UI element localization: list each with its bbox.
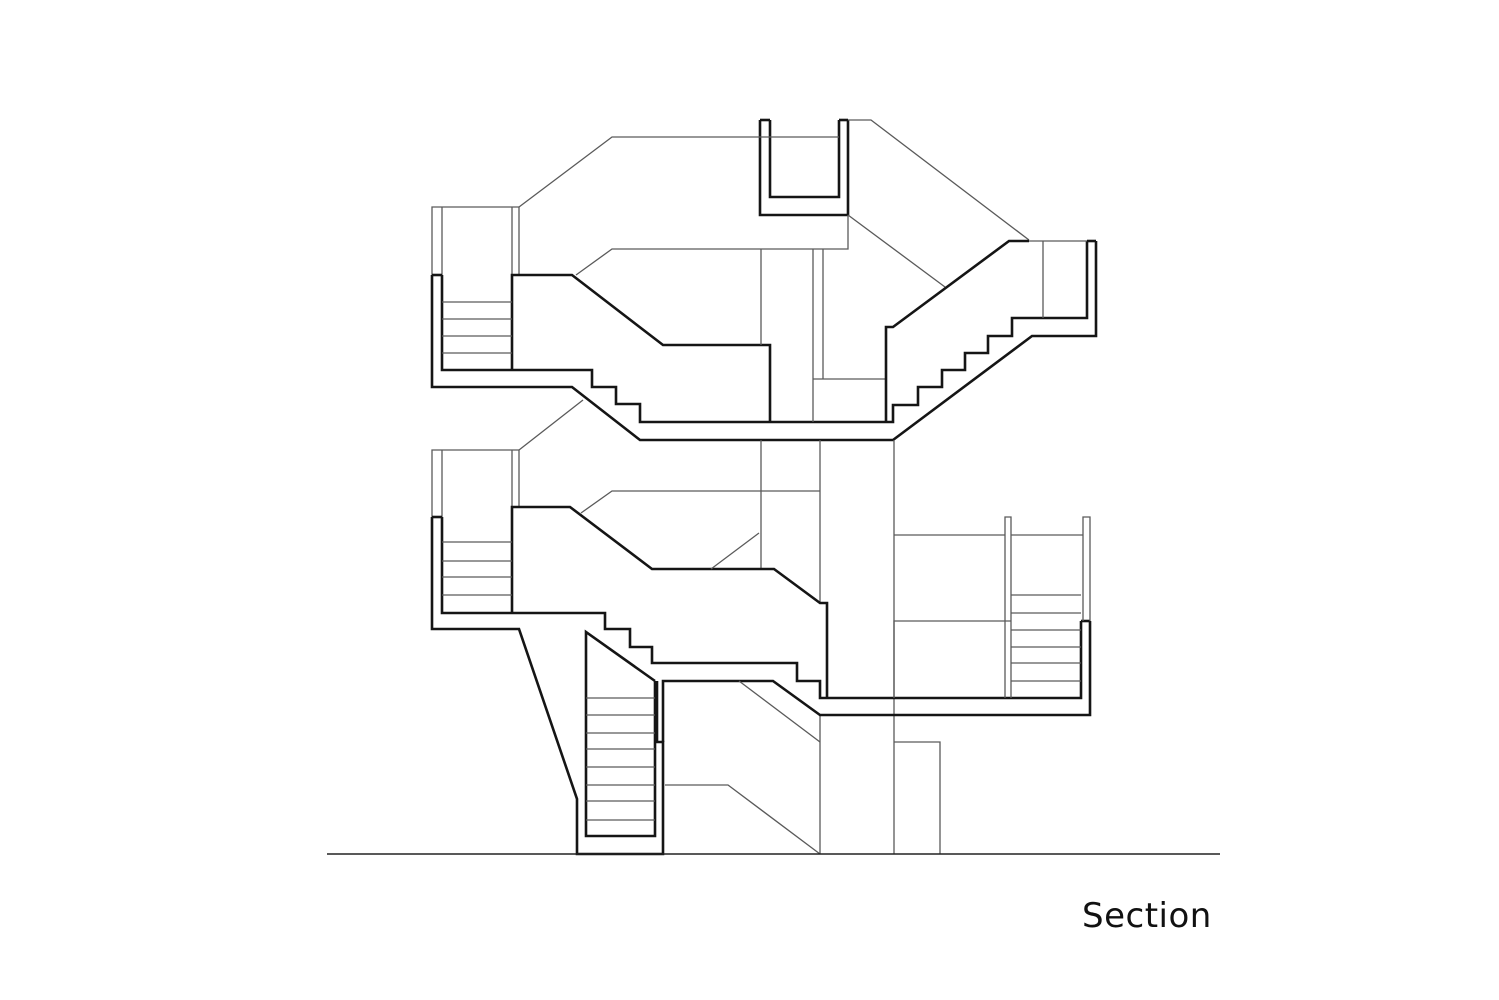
ceiling-line xyxy=(575,215,849,276)
right-stair-block xyxy=(884,239,1029,422)
right-box xyxy=(893,620,1011,698)
lower-stair-profile xyxy=(665,784,821,855)
ground-level xyxy=(327,629,1220,855)
roof-left-slope xyxy=(518,136,839,208)
roof-u-channel-inner xyxy=(768,120,841,199)
drawing-caption: Section xyxy=(1082,896,1212,936)
middle-roof-diagonal xyxy=(518,399,584,451)
top-slab-inner-stairs xyxy=(440,241,1089,424)
lower-stair-well xyxy=(584,629,657,838)
left-railing xyxy=(431,206,520,275)
right-railing-post xyxy=(1004,516,1012,698)
right-railing-post xyxy=(1082,516,1091,621)
roof-right-slope xyxy=(848,119,1030,241)
left-stair-treads-top xyxy=(442,301,512,354)
top-slab-outer xyxy=(430,241,1098,442)
right-stair-treads-middle xyxy=(1011,594,1081,682)
middle-slab-inner-stairs xyxy=(440,517,1083,700)
lower-diagonal xyxy=(738,680,821,743)
door-opening xyxy=(894,741,941,854)
middle-left-railing xyxy=(431,449,520,517)
middle-slab-outer xyxy=(430,517,665,856)
stair-block xyxy=(510,273,772,422)
middle-diagonal xyxy=(710,532,760,570)
top-level xyxy=(430,118,1098,442)
middle-level xyxy=(430,399,1092,856)
roof-u-channel-outer xyxy=(758,120,850,217)
lower-stair-treads xyxy=(586,697,655,821)
middle-slab-lower xyxy=(661,621,1092,742)
left-stair-treads-middle xyxy=(442,541,512,596)
ceiling-diagonal xyxy=(847,214,946,288)
middle-ceiling xyxy=(580,490,820,514)
middle-stair-block xyxy=(510,505,829,698)
